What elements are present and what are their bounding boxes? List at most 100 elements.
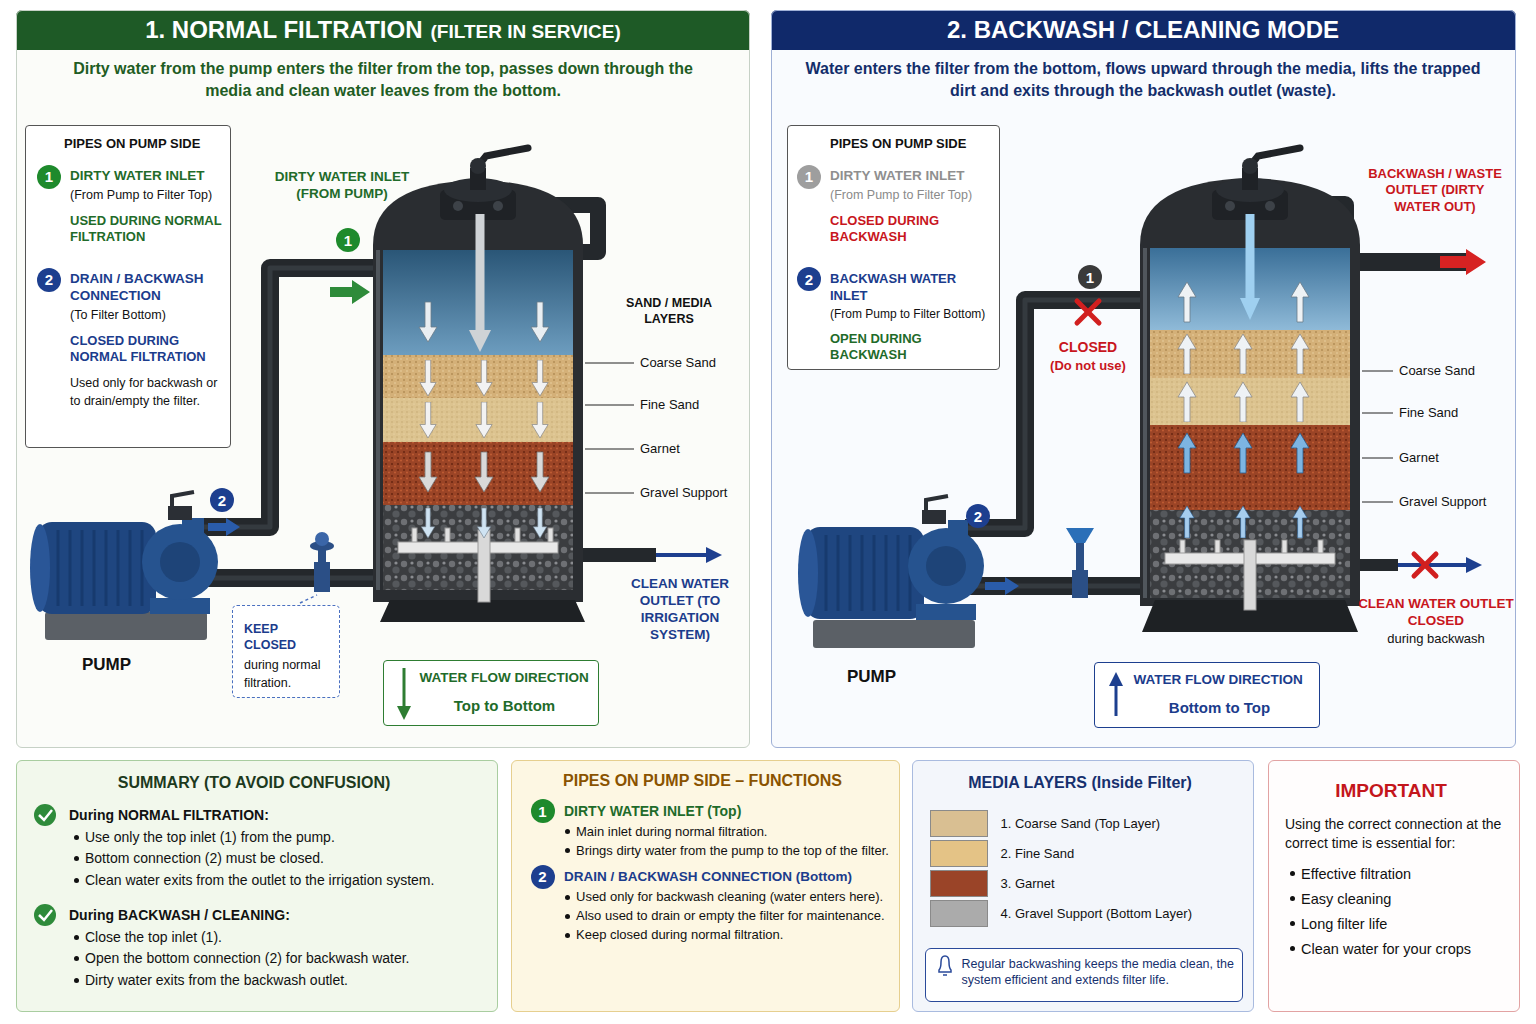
box-text: Also used to drain or empty the filter f… [576,908,893,924]
outlet-label: CLEAN WATER OUTLET (TO IRRIGATION SYSTEM… [616,576,744,644]
closed-mark [1077,301,1436,576]
box-text: DRAIN / BACKWASH CONNECTION (Bottom) [564,869,893,886]
filter-vessel [1150,378,1350,425]
flow-arrow [476,214,485,332]
box-title: PIPES ON PUMP SIDE – FUNCTIONS [512,771,893,791]
bullet-item: Use only the top inlet (1) from the pump… [73,829,491,847]
header-band [16,10,1516,50]
box-text: During BACKWASH / CLEANING: [69,907,491,925]
legend-swatch [930,810,988,837]
pump [129,530,132,606]
flow-direction-box: WATER FLOW DIRECTIONTop to Bottom [383,660,599,726]
callout-number: 2 [218,493,226,508]
underdrain-manifold [1180,540,1185,554]
box-text: Use only the top inlet (1) from the pump… [85,829,491,847]
callout-circle: 2 [531,865,555,889]
box-text: OPEN DURING BACKWASH [830,331,993,364]
layer-label: Garnet [1399,450,1439,466]
callout-number: 2 [805,272,813,287]
pipe [1355,559,1398,571]
flow-arrow [1440,249,1486,275]
bullet-item: Bottom connection (2) must be closed. [73,850,491,868]
bullet-item: Clean water for your crops [1289,940,1513,958]
underdrain-manifold [412,528,417,543]
note-icon [943,974,947,976]
pump [926,546,966,586]
pump [160,542,200,582]
panel-ground [16,10,1520,1012]
box-text: Main inlet during normal filtration. [576,824,893,840]
panel-ground [771,10,1516,748]
pump [105,530,108,606]
box-text: Top to Bottom [420,697,590,716]
pump [38,522,156,614]
legend-swatch [930,900,988,927]
info-box: PIPES ON PUMP SIDEDIRTY WATER INLET(From… [787,125,1000,370]
status-label: during backwash [1358,631,1514,647]
valve [310,532,334,592]
legend-swatch [930,840,988,867]
closed-mark [1077,301,1099,323]
underdrain-manifold [1165,540,1335,610]
callout-number: 1 [538,804,546,819]
flow-arrow [419,452,437,492]
callout-circle: 1 [336,228,360,252]
valve [1072,570,1088,598]
callout-circle: 2 [210,488,234,512]
bullet-item: Also used to drain or empty the filter f… [564,908,893,924]
box-title: MEDIA LAYERS (Inside Filter) [913,773,1247,793]
flow-arrow [1234,382,1252,422]
flow-arrow [477,508,491,538]
box-text: DIRTY WATER INLET [830,168,993,185]
filter-vessel [383,398,573,442]
box-text: PIPES ON PUMP SIDE [830,136,993,152]
group-label: SAND / MEDIA LAYERS [614,296,724,327]
box-text: Long filter life [1301,915,1513,933]
important-box: IMPORTANTUsing the correct connection at… [1268,760,1520,1012]
legend-text: 3. Garnet [1001,876,1055,891]
tip-box: Regular backwashing keeps the media clea… [925,948,1243,1002]
box-text: Regular backwashing keeps the media clea… [962,956,1236,990]
pump [849,535,852,611]
note-icon [939,956,951,975]
box-text: Using the correct connection at the corr… [1285,815,1513,853]
info-box: PIPES ON PUMP SIDEDIRTY WATER INLET(From… [25,125,231,448]
valve [1066,528,1094,598]
filter-vessel [383,442,573,505]
underdrain-manifold [478,530,490,602]
multiport-valve [493,201,503,211]
box-text: during normal filtration. [244,657,333,692]
box-text: Open the bottom connection (2) for backw… [85,950,491,968]
flow-arrow [532,402,548,438]
pump [30,524,50,612]
layer-label: Fine Sand [1399,405,1458,421]
leader-line [1362,371,1393,502]
box-text: WATER FLOW DIRECTION [1134,672,1303,689]
bullet-dot [74,935,79,940]
bullet-item: Easy cleaning [1289,890,1513,908]
bullet-item: Dirty water exits from the backwash outl… [73,972,491,990]
box-text: Used only for backwash or to drain/empty… [70,374,224,410]
bullet-dot [565,829,570,834]
bullet-item: Main inlet during normal filtration. [564,824,893,840]
underdrain-manifold [1215,540,1220,554]
panel-title: 2. BACKWASH / CLEANING MODE [947,15,1339,45]
pipe [198,268,382,527]
box-text: Easy cleaning [1301,890,1513,908]
flow-arrow [1240,298,1260,320]
box-text: (From Pump to Filter Top) [70,188,224,204]
check-icon [39,810,52,820]
panel-ground [232,605,340,697]
multiport-valve [1242,158,1258,174]
pump [142,524,218,600]
flow-arrow [656,553,708,557]
flow-arrow [1178,382,1196,422]
pump [172,492,194,506]
box-text: KEEP CLOSED [244,622,333,653]
flow-arrow [419,302,437,342]
box-text: During NORMAL FILTRATION: [69,807,491,825]
flow-arrow [706,547,722,563]
pump [798,529,818,617]
pipe [960,577,1146,595]
pump [182,518,204,536]
